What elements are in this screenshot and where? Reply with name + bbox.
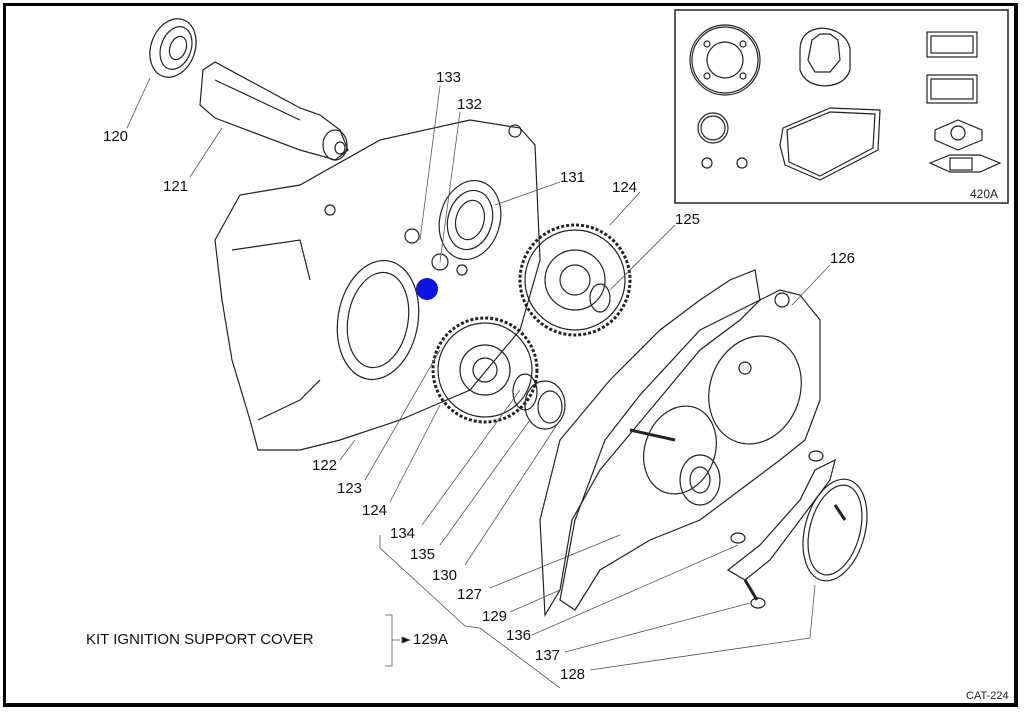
callout-129[interactable]: 129 <box>482 608 508 625</box>
callout-130[interactable]: 130 <box>432 567 458 584</box>
callout-126[interactable]: 126 <box>830 250 856 267</box>
cover-gasket-129-drawing <box>539 269 761 617</box>
ignition-cover-126-drawing <box>559 289 821 611</box>
callout-123[interactable]: 123 <box>337 480 363 497</box>
callout-124-lower[interactable]: 124 <box>362 502 388 519</box>
callout-132[interactable]: 132 <box>457 96 483 113</box>
gear-124-lower-drawing <box>431 316 566 430</box>
callout-121[interactable]: 121 <box>163 178 189 195</box>
crankcase-drawing <box>214 119 541 451</box>
gasket-kit-inset <box>689 24 1002 181</box>
selection-marker[interactable] <box>416 278 438 300</box>
leader-lines <box>126 77 831 689</box>
callout-137[interactable]: 137 <box>535 647 561 664</box>
gear-124-upper-drawing <box>518 223 632 337</box>
callout-134[interactable]: 134 <box>390 525 416 542</box>
callout-133[interactable]: 133 <box>436 69 462 86</box>
callout-120[interactable]: 120 <box>103 128 129 145</box>
callout-127[interactable]: 127 <box>457 586 483 603</box>
callout-128[interactable]: 128 <box>560 666 586 683</box>
callout-122[interactable]: 122 <box>312 457 338 474</box>
callout-131[interactable]: 131 <box>560 169 586 186</box>
catalog-code: CAT-224 <box>966 690 1009 702</box>
callout-124-upper[interactable]: 124 <box>612 179 638 196</box>
gasket-kit-inset-box <box>674 9 1009 204</box>
callout-136[interactable]: 136 <box>506 627 532 644</box>
callout-125[interactable]: 125 <box>675 211 701 228</box>
diagram-frame <box>3 3 1018 707</box>
kit-description: KIT IGNITION SUPPORT COVER <box>86 631 314 648</box>
callout-135[interactable]: 135 <box>410 546 436 563</box>
shaft-121-drawing <box>199 61 349 161</box>
callout-129a[interactable]: 129A <box>413 631 449 648</box>
bearing-120-drawing <box>149 18 197 78</box>
inset-label-420a[interactable]: 420A <box>970 187 999 201</box>
clamp-128-drawing <box>726 450 868 609</box>
